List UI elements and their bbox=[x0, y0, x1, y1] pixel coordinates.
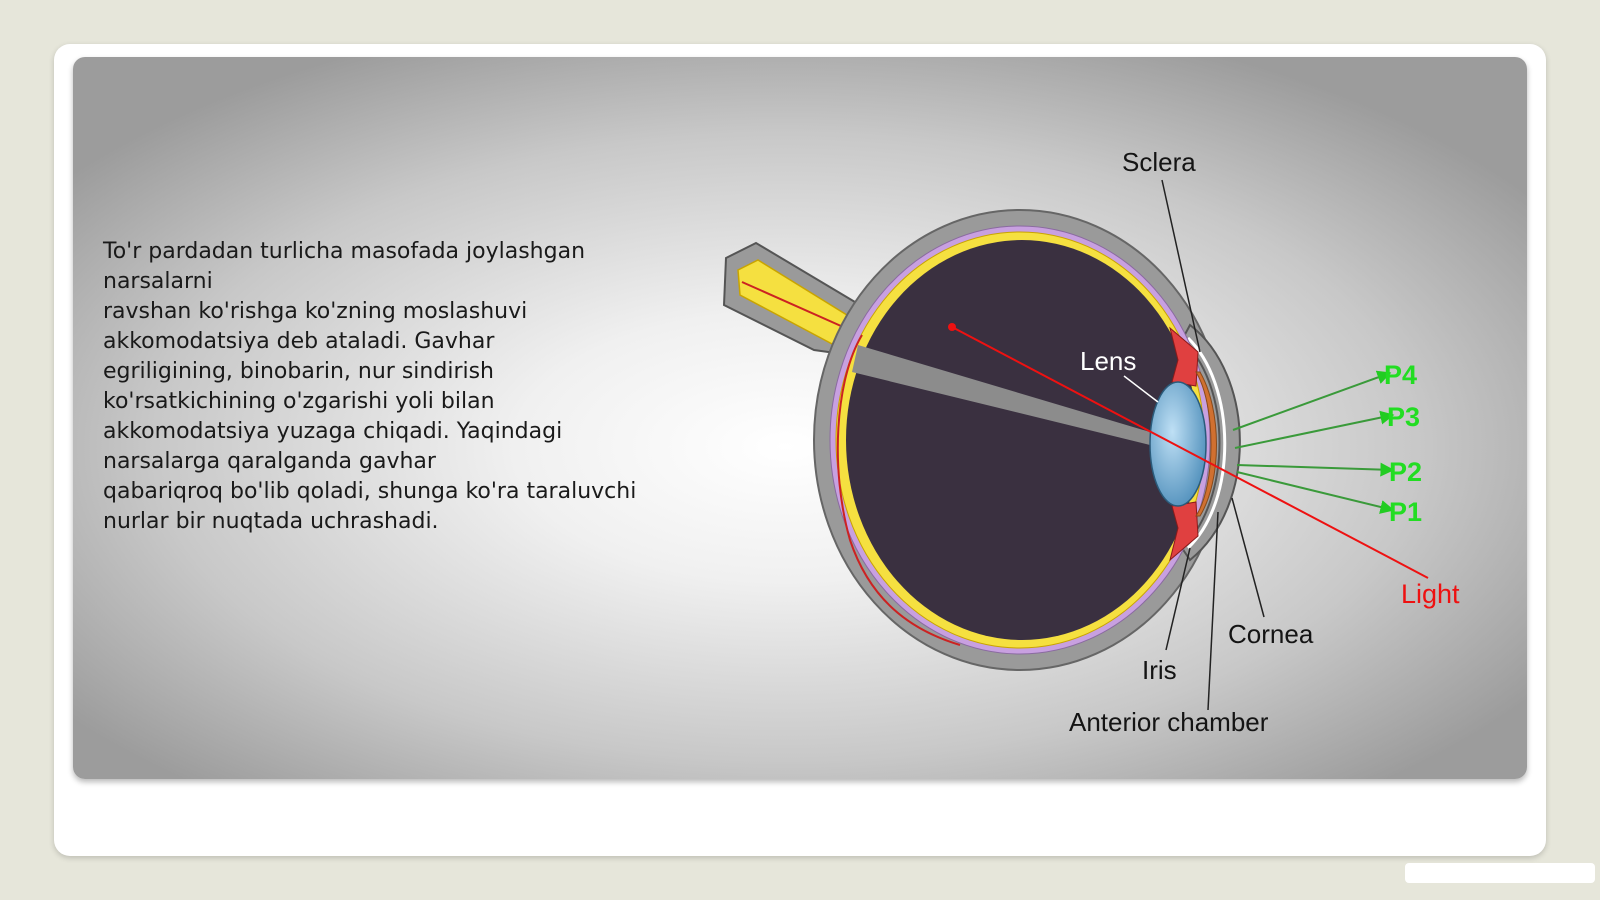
anterior-chamber-label: Anterior chamber bbox=[1069, 707, 1269, 737]
p3-label: P3 bbox=[1387, 402, 1420, 432]
retinal-vessel bbox=[836, 334, 961, 646]
optic-nerve-vessel bbox=[741, 281, 851, 331]
eye-diagram: Sclera Lens Cornea Iris Anterior chamber… bbox=[722, 147, 1460, 737]
bottom-bar bbox=[1405, 863, 1595, 883]
paragraph-line: narsalarni bbox=[103, 269, 213, 294]
paragraph-line: nurlar bir nuqtada uchrashadi. bbox=[103, 509, 439, 534]
paragraph-line: akkomodatsiya deb ataladi. Gavhar bbox=[103, 329, 495, 354]
cornea-label: Cornea bbox=[1228, 619, 1314, 649]
anterior-chamber-leader bbox=[1207, 511, 1219, 711]
paragraph-line: narsalarga qaralganda gavhar bbox=[103, 449, 436, 474]
light-ray bbox=[951, 326, 1429, 579]
paragraph-line: egriligining, binobarin, nur sindirish bbox=[103, 359, 495, 384]
paragraph-line: qabariqroq bo'lib qoladi, shunga ko'ra t… bbox=[103, 479, 637, 504]
cornea bbox=[1180, 323, 1241, 562]
p2-label: P2 bbox=[1389, 457, 1422, 487]
iris-label: Iris bbox=[1142, 655, 1177, 685]
p4-label: P4 bbox=[1384, 360, 1417, 390]
reflection-ray-p1 bbox=[1236, 471, 1395, 514]
reflection-ray-p2 bbox=[1236, 462, 1395, 477]
lens-leader bbox=[1123, 375, 1159, 403]
cornea-inner bbox=[1186, 336, 1227, 550]
paragraph-line: To'r pardadan turlicha masofada joylashg… bbox=[103, 239, 586, 264]
light-label: Light bbox=[1401, 579, 1460, 609]
sclera-label: Sclera bbox=[1122, 147, 1196, 177]
paragraph-line: ko'rsatkichining o'zgarishi yoli bilan bbox=[103, 389, 495, 414]
vitreous-body bbox=[846, 240, 1198, 640]
visual-axis bbox=[852, 345, 1150, 445]
sclera-leader bbox=[1161, 179, 1201, 353]
lens-label: Lens bbox=[1080, 346, 1136, 376]
anterior-chamber bbox=[1195, 371, 1217, 517]
description-paragraph: To'r pardadan turlicha masofada joylashg… bbox=[103, 237, 703, 537]
cornea-leader bbox=[1231, 497, 1265, 618]
iris-leader bbox=[1165, 547, 1191, 651]
slide-panel: To'r pardadan turlicha masofada joylashg… bbox=[73, 57, 1527, 779]
reflection-ray-p4 bbox=[1232, 370, 1392, 431]
paragraph-line: akkomodatsiya yuzaga chiqadi. Yaqindagi bbox=[103, 419, 563, 444]
p1-label: P1 bbox=[1389, 497, 1422, 527]
lens bbox=[1149, 381, 1207, 507]
paragraph-line: ravshan ko'rishga ko'zning moslashuvi bbox=[103, 299, 528, 324]
reflection-ray-p3 bbox=[1234, 410, 1395, 449]
